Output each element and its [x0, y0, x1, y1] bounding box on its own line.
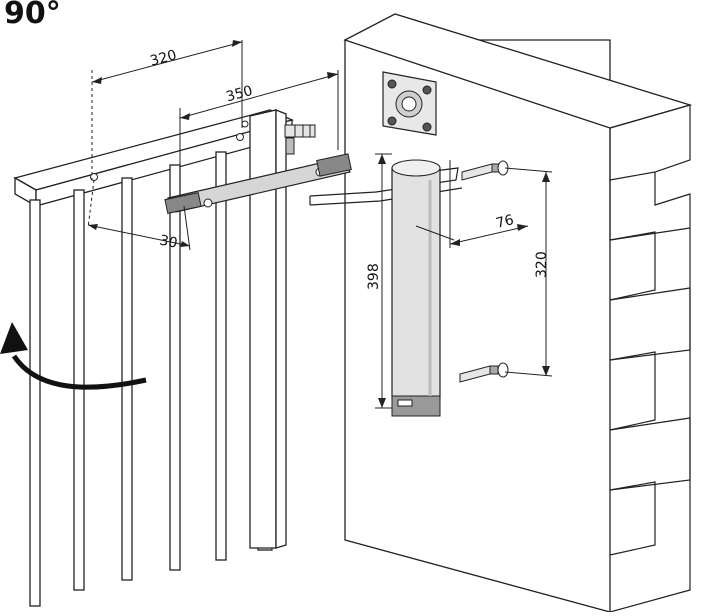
hinge-bolt — [284, 124, 316, 155]
dim-label-30: 30 — [158, 232, 179, 251]
mounting-plate — [382, 71, 437, 136]
dim-label-76: 76 — [494, 212, 515, 232]
gate — [13, 109, 316, 607]
dimension-76: 76 — [415, 160, 529, 248]
gate-bars — [29, 137, 273, 607]
dim-label-350: 350 — [224, 83, 254, 105]
anchor-bottom — [459, 362, 509, 383]
anchor-top — [461, 160, 509, 181]
wall-notch-4 — [609, 351, 656, 431]
opening-angle-label: 90° — [4, 0, 61, 31]
door-closer-cylinder — [391, 159, 441, 417]
dim-label-398: 398 — [366, 263, 382, 290]
wall-notch-5 — [609, 417, 691, 491]
dimension-350: 350 — [179, 70, 339, 196]
dim-label-320-top: 320 — [148, 47, 178, 69]
dim-label-320-right: 320 — [534, 251, 550, 278]
dimension-320-right: 320 — [504, 167, 553, 377]
dimension-320-top: 320 — [91, 40, 243, 180]
wall-right-face — [609, 104, 691, 613]
wall-notch-1 — [609, 128, 656, 181]
wall-notch-2a — [609, 180, 691, 241]
dimension-30: 30 — [87, 179, 191, 252]
wall-notch-3 — [609, 287, 691, 361]
opening-direction-arrow — [0, 322, 147, 390]
gate-post-side — [275, 109, 287, 549]
wall-notch-6 — [609, 481, 656, 556]
dimension-398: 398 — [366, 153, 392, 409]
wall-notch-2 — [609, 231, 656, 301]
